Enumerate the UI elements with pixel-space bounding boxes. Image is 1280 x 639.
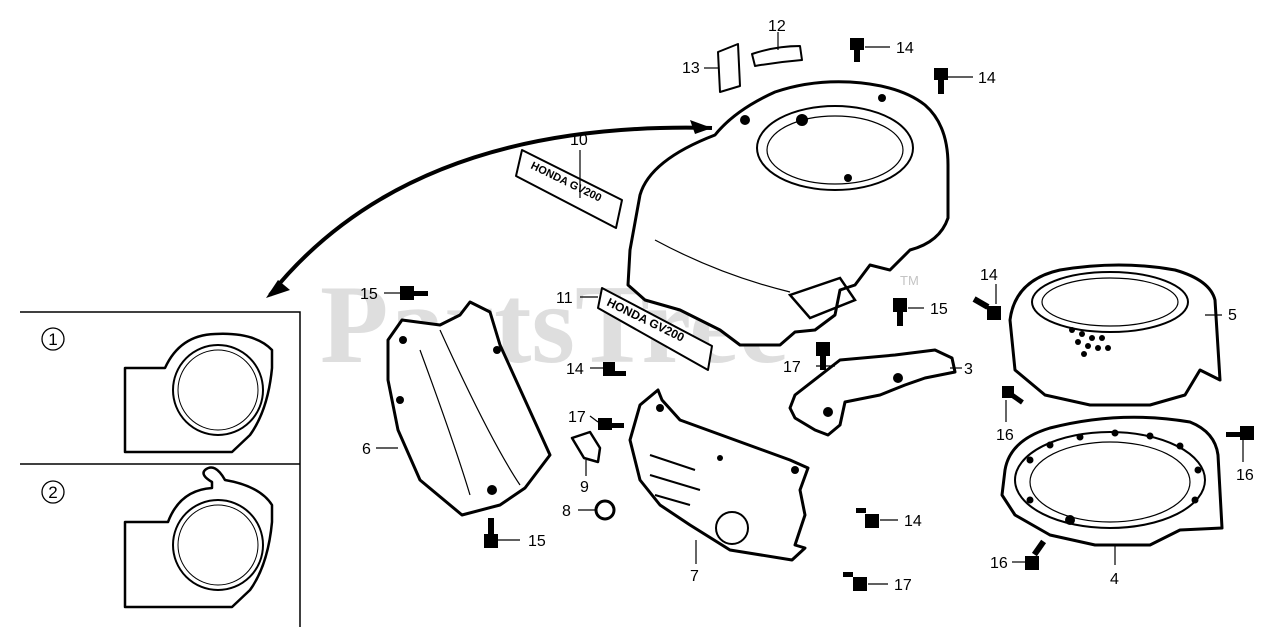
watermark-trademark: TM bbox=[900, 273, 919, 288]
part-5-air-cleaner-cover bbox=[1008, 263, 1222, 407]
callout-3: 3 bbox=[964, 361, 973, 378]
bolt-15-left bbox=[400, 286, 428, 300]
bolt-14-top bbox=[850, 38, 864, 62]
callout-labels: 13 12 14 14 10 14 5 15 11 15 14 17 3 17 … bbox=[360, 18, 1254, 594]
callout-5: 5 bbox=[1228, 307, 1237, 324]
callout-8: 8 bbox=[562, 503, 571, 520]
callout-17a: 17 bbox=[783, 359, 801, 376]
callout-16b: 16 bbox=[1236, 467, 1254, 484]
part-12-label bbox=[751, 45, 803, 67]
inset-frame bbox=[20, 311, 301, 627]
part-10-decal: HONDA GV200 bbox=[515, 149, 623, 229]
callout-12: 12 bbox=[768, 18, 786, 35]
bolt-14-upper bbox=[934, 68, 948, 94]
part-4-base-ring bbox=[1000, 415, 1224, 547]
callout-7: 7 bbox=[690, 568, 699, 585]
callout-15a: 15 bbox=[360, 286, 378, 303]
bolt-16-b bbox=[1226, 426, 1254, 440]
callout-10: 10 bbox=[570, 132, 588, 149]
part-13-label bbox=[717, 43, 741, 93]
callout-14d: 14 bbox=[566, 361, 584, 378]
inset-2-number: 2 bbox=[48, 483, 57, 502]
callout-14e: 14 bbox=[904, 513, 922, 530]
callout-13: 13 bbox=[682, 60, 700, 77]
callout-14b: 14 bbox=[978, 70, 996, 87]
bolt-16-a bbox=[1002, 386, 1024, 405]
callout-14c: 14 bbox=[980, 267, 998, 284]
bolt-14-left bbox=[603, 362, 626, 376]
callout-15b: 15 bbox=[930, 301, 948, 318]
callout-16c: 16 bbox=[990, 555, 1008, 572]
callout-15c: 15 bbox=[528, 533, 546, 550]
part-3-bracket bbox=[788, 348, 957, 437]
bolt-17-c bbox=[843, 572, 867, 591]
inset-1-shroud bbox=[123, 332, 274, 454]
inset-1-number: 1 bbox=[48, 330, 57, 349]
bolt-17-b bbox=[598, 418, 624, 430]
callout-14a: 14 bbox=[896, 40, 914, 57]
bolt-15-center bbox=[893, 298, 907, 326]
callout-17b: 17 bbox=[568, 409, 586, 426]
fan-cover-shroud bbox=[626, 80, 950, 347]
bolt-15-bottom bbox=[484, 518, 498, 548]
part-9-clip bbox=[570, 430, 602, 464]
bolt-14-right bbox=[972, 296, 1001, 320]
part-6-side-shroud bbox=[386, 300, 552, 517]
callout-9: 9 bbox=[580, 479, 589, 496]
callout-16a: 16 bbox=[996, 427, 1014, 444]
callout-6: 6 bbox=[362, 441, 371, 458]
bolt-17-a bbox=[816, 342, 830, 370]
leader-lines bbox=[376, 32, 1244, 585]
callout-4: 4 bbox=[1110, 571, 1119, 588]
inset-variant-1: 1 bbox=[41, 327, 274, 454]
callout-17c: 17 bbox=[894, 577, 912, 594]
bolt-16-c bbox=[1025, 539, 1047, 570]
callout-11: 11 bbox=[556, 290, 573, 307]
reference-arrow bbox=[266, 120, 713, 298]
inset-variant-2: 2 bbox=[41, 466, 274, 609]
part-7-lower-shroud bbox=[628, 388, 810, 562]
part-8-grommet bbox=[594, 499, 616, 521]
bolt-14-lower bbox=[856, 508, 879, 528]
